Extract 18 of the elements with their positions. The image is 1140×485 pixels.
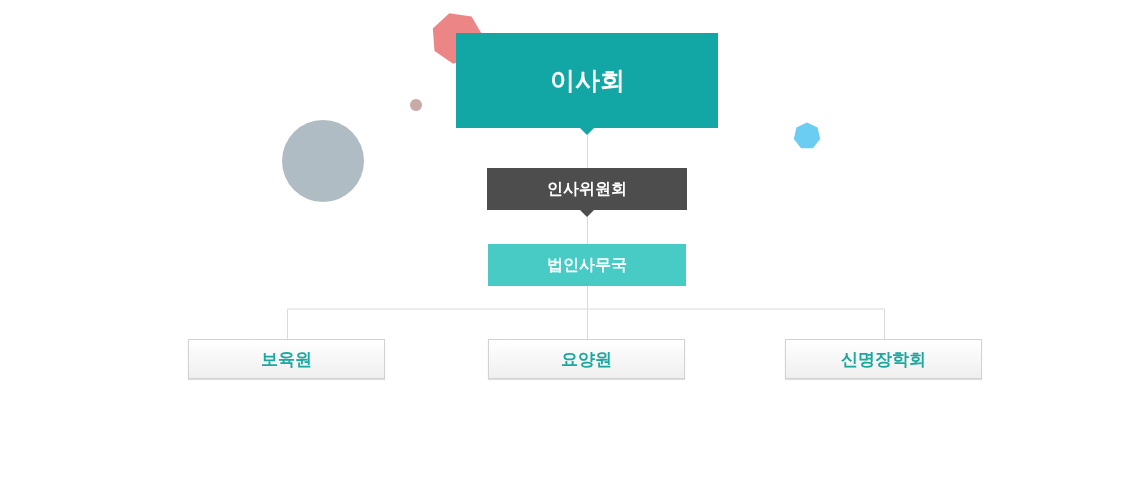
process-box (488, 244, 686, 286)
process-box (488, 339, 685, 379)
connector-line (287, 308, 588, 340)
node-label: 인사위원회 (546, 177, 628, 200)
process-box (188, 339, 385, 379)
callout-box (456, 33, 718, 135)
node-label: 이사회 (548, 65, 626, 97)
node-label: 신명장학회 (840, 347, 927, 371)
connector-line (587, 134, 588, 169)
node-label: 보육원 (260, 347, 313, 371)
node-label: 요양원 (560, 347, 613, 371)
process-box (785, 339, 982, 379)
connector-line (587, 285, 588, 310)
connector-line (587, 216, 588, 245)
callout-box (487, 168, 687, 217)
connector-line (587, 308, 885, 340)
node-label: 법인사무국 (546, 253, 628, 276)
connector-line (587, 308, 588, 340)
